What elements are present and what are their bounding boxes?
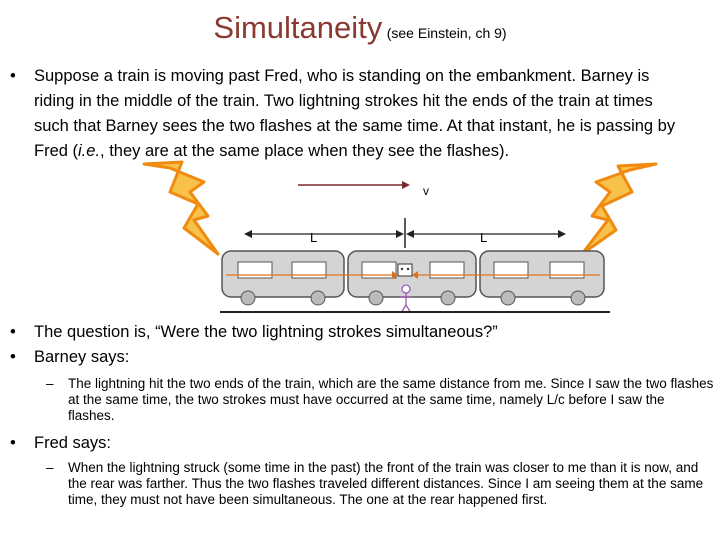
left-lightning-bolt <box>142 160 220 256</box>
train <box>221 250 605 306</box>
sub-bullet-marker: – <box>46 460 54 475</box>
barney-eye <box>406 267 410 271</box>
right-lightning-bolt <box>580 162 658 256</box>
right-light-ray-arrowhead <box>412 271 418 279</box>
left-dimension-arrowhead-center <box>396 230 404 238</box>
left-dimension-arrowhead <box>244 230 252 238</box>
text-part: Suppose a train is moving past Fred, who… <box>34 67 676 160</box>
sub-bullet-text: When the lightning struck (some time in … <box>68 460 704 507</box>
fred-figure <box>400 284 412 314</box>
slide-title: Simultaneity (see Einstein, ch 9) <box>0 10 720 46</box>
train-wheel <box>440 290 456 306</box>
bullet-marker: • <box>10 323 16 341</box>
left-length-label: L <box>310 230 317 245</box>
train-wheel <box>570 290 586 306</box>
train-wheel <box>368 290 384 306</box>
bullet-fred-says: • Fred says: <box>10 431 690 456</box>
right-dimension-arrowhead-center <box>406 230 414 238</box>
train-wheel <box>310 290 326 306</box>
train-window <box>549 261 585 279</box>
text-part: , they are at the same place when they s… <box>100 142 510 160</box>
barney-figure <box>397 263 413 277</box>
bullet-text: The question is, “Were the two lightning… <box>34 323 498 341</box>
train-wheel <box>240 290 256 306</box>
bullet-barney-says: • Barney says: <box>10 345 690 370</box>
train-window <box>493 261 529 279</box>
bullet-marker: • <box>10 434 16 452</box>
velocity-label: v <box>423 184 429 198</box>
sub-bullet-marker: – <box>46 376 54 391</box>
train-window <box>429 261 465 279</box>
train-diagram: v L L <box>142 160 658 314</box>
fred-head <box>401 284 411 294</box>
train-window <box>237 261 273 279</box>
title-main: Simultaneity <box>213 10 383 45</box>
left-light-ray-arrowhead <box>392 271 398 279</box>
bullet-text: Barney says: <box>34 348 130 366</box>
right-dimension-arrowhead <box>558 230 566 238</box>
train-wheel <box>500 290 516 306</box>
bullet-marker: • <box>10 67 16 85</box>
title-reference: (see Einstein, ch 9) <box>386 25 507 41</box>
bullet-train-setup: • Suppose a train is moving past Fred, w… <box>10 64 690 164</box>
bullet-question: • The question is, “Were the two lightni… <box>10 320 690 345</box>
bullet-text: Fred says: <box>34 434 112 452</box>
train-window <box>361 261 397 279</box>
velocity-arrowhead <box>402 181 410 189</box>
sub-bullet-text: The lightning hit the two ends of the tr… <box>68 376 714 423</box>
bullet-text: Suppose a train is moving past Fred, who… <box>34 64 690 164</box>
right-length-label: L <box>480 230 487 245</box>
text-italic: i.e. <box>78 142 101 160</box>
train-window <box>291 261 327 279</box>
sub-bullet-fred: – When the lightning struck (some time i… <box>46 460 714 508</box>
bullet-marker: • <box>10 348 16 366</box>
barney-eye <box>400 267 404 271</box>
sub-bullet-barney: – The lightning hit the two ends of the … <box>46 376 714 424</box>
